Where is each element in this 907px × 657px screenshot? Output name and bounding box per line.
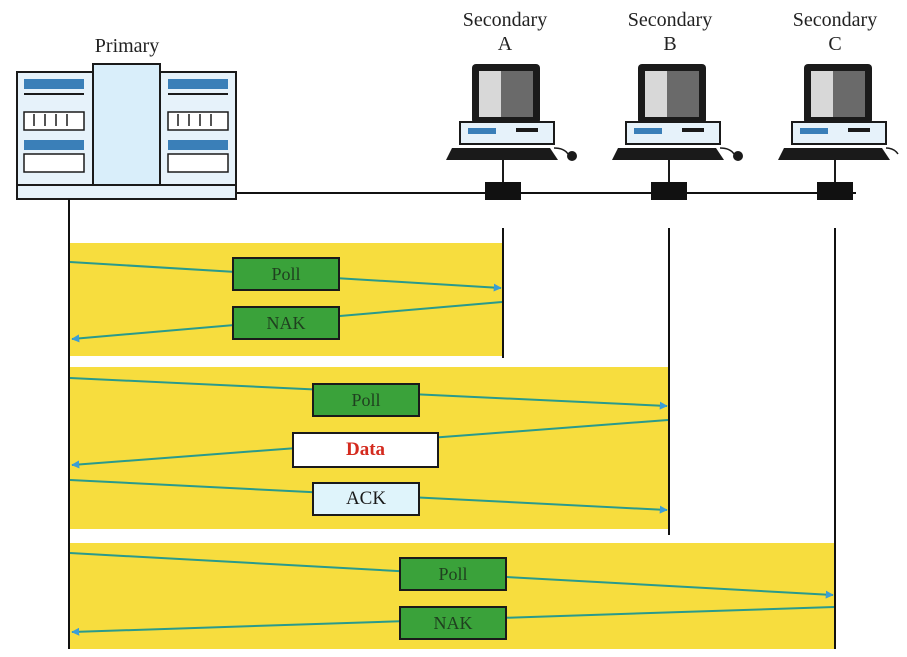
bus-tap-c: [817, 160, 853, 200]
secondary-a-label-line2: A: [497, 33, 513, 55]
primary-label: Primary: [94, 35, 160, 57]
bus-tap-b: [651, 160, 687, 200]
workstation-b-icon: [612, 64, 743, 161]
secondary-c-label: Secondary C: [775, 8, 895, 56]
bus-tap-a: [485, 160, 521, 200]
secondary-c-label-line1: Secondary: [792, 9, 878, 31]
secondary-a-label-line1: Secondary: [462, 9, 548, 31]
workstation-c-icon: [778, 64, 899, 160]
secondary-b-label: Secondary B: [610, 8, 730, 56]
secondary-b-label-line2: B: [663, 33, 677, 55]
secondary-c-label-line2: C: [828, 33, 842, 55]
secondary-a-label: Secondary A: [445, 8, 565, 56]
poll-message-b: Poll: [312, 383, 420, 417]
workstation-a-icon: [446, 64, 577, 161]
nak-message-c: NAK: [399, 606, 507, 640]
primary-mainframe-icon: [16, 63, 237, 200]
poll-message-a: Poll: [232, 257, 340, 291]
data-message-b: Data: [292, 432, 439, 468]
secondary-b-label-line1: Secondary: [627, 9, 713, 31]
nak-message-a: NAK: [232, 306, 340, 340]
poll-message-c: Poll: [399, 557, 507, 591]
ack-message-b: ACK: [312, 482, 420, 516]
